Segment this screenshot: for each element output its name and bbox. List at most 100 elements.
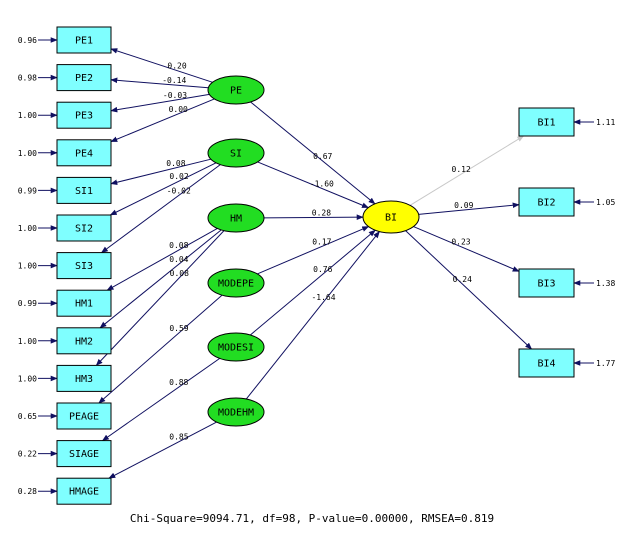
nodes-layer: [56, 26, 575, 505]
loading-path-label: -0.14: [162, 76, 186, 85]
observed-label: HM1: [75, 299, 93, 310]
loading-path-label: 0.88: [169, 378, 188, 387]
observed-label: PE3: [75, 111, 93, 122]
observed-label: SIAGE: [69, 449, 99, 460]
observed-label: BI4: [537, 359, 555, 370]
error-variance-label: 1.77: [596, 359, 615, 368]
loading-path-label: 0.59: [169, 324, 188, 333]
structural-path: [250, 229, 376, 336]
observed-label: SI3: [75, 261, 93, 272]
error-variance-label: 0.28: [18, 487, 37, 496]
latent-modehm: [207, 397, 265, 427]
loading-path: [109, 162, 217, 216]
observed-si2: [56, 214, 112, 242]
latent-hm: [207, 203, 265, 233]
outcome-loading-path: [409, 135, 525, 206]
outcome-loading-path: [413, 226, 520, 272]
structural-path-label: 0.28: [312, 208, 331, 217]
observed-label: PE2: [75, 73, 93, 84]
loading-path: [110, 93, 210, 113]
loading-path: [100, 164, 221, 254]
labels-layer: PE10.96PE20.98PE31.00PE41.00SI10.99SI21.…: [18, 36, 616, 498]
observed-hm3: [56, 364, 112, 392]
loading-path: [106, 228, 218, 291]
observed-label: HM3: [75, 374, 93, 385]
loading-path: [101, 357, 221, 442]
loading-path-label: 0.08: [170, 269, 189, 278]
loading-path: [110, 98, 215, 143]
loading-path: [110, 48, 213, 83]
latent-pe: [207, 75, 265, 105]
error-variance-label: 0.99: [18, 186, 37, 195]
outcome-loading-path-label: 0.09: [454, 201, 473, 210]
observed-bi1: [518, 107, 575, 137]
outcome-loading-path-label: 0.24: [453, 275, 472, 284]
error-variance-label: 1.11: [596, 118, 615, 127]
observed-si3: [56, 252, 112, 280]
latent-label: HM: [230, 214, 242, 225]
observed-bi3: [518, 268, 575, 298]
observed-pe3: [56, 101, 112, 129]
error-variance-label: 1.38: [596, 279, 615, 288]
loading-path-label: 0.20: [167, 62, 186, 71]
observed-bi4: [518, 348, 575, 378]
fit-statistics: Chi-Square=9094.71, df=98, P-value=0.000…: [129, 512, 495, 525]
error-variance-label: 1.00: [18, 374, 37, 383]
outcome-loading-path: [405, 230, 533, 350]
outcome-label: BI: [385, 213, 397, 224]
loading-path-label: 0.00: [169, 105, 188, 114]
observed-hm1: [56, 289, 112, 317]
observed-label: PEAGE: [69, 412, 99, 423]
structural-path-label: -1.64: [311, 293, 335, 302]
loading-path-label: 0.08: [169, 241, 188, 250]
error-variance-label: 0.65: [18, 412, 37, 421]
loading-path: [95, 230, 225, 366]
edges-layer: [38, 37, 594, 495]
error-variance-label: 0.96: [18, 36, 37, 45]
observed-label: BI1: [537, 118, 555, 129]
structural-path-label: -1.60: [310, 179, 334, 188]
error-variance-label: 1.00: [18, 224, 37, 233]
outcome-loading-path-label: 0.12: [452, 165, 471, 174]
structural-path: [257, 226, 370, 275]
outcome-bi: [362, 200, 420, 234]
loading-path-label: 0.08: [166, 159, 185, 168]
error-variance-label: 0.98: [18, 74, 37, 83]
structural-path-label: 0.76: [313, 265, 332, 274]
latent-modesi: [207, 332, 265, 362]
structural-path: [257, 161, 369, 209]
error-variance-label: 1.00: [18, 262, 37, 271]
structural-path: [250, 101, 376, 205]
observed-hm2: [56, 327, 112, 355]
loading-path: [110, 158, 211, 185]
observed-bi2: [518, 187, 575, 217]
latent-label: MODEHM: [218, 408, 254, 419]
loading-path-label: -0.03: [163, 91, 187, 100]
loading-path-label: 0.04: [169, 255, 188, 264]
observed-label: BI3: [537, 279, 555, 290]
observed-hmage: [56, 477, 112, 505]
loading-path: [108, 421, 217, 479]
loading-path-label: 0.85: [169, 433, 188, 442]
error-variance-label: 1.05: [596, 198, 615, 207]
structural-path-label: 0.67: [313, 152, 332, 161]
observed-pe4: [56, 139, 112, 167]
observed-label: BI2: [537, 198, 555, 209]
path-diagram: PE10.96PE20.98PE31.00PE41.00SI10.99SI21.…: [18, 26, 616, 505]
latent-label: PE: [230, 86, 242, 97]
loading-path: [110, 77, 209, 89]
observed-pe2: [56, 64, 112, 92]
observed-label: PE1: [75, 36, 93, 47]
latent-si: [207, 138, 265, 168]
observed-label: PE4: [75, 148, 93, 159]
error-variance-label: 0.22: [18, 450, 37, 459]
error-variance-label: 1.00: [18, 337, 37, 346]
observed-siage: [56, 440, 112, 468]
latent-label: SI: [230, 149, 242, 160]
outcome-loading-path: [418, 202, 520, 215]
observed-label: HMAGE: [69, 487, 99, 498]
observed-pe1: [56, 26, 112, 54]
observed-si1: [56, 176, 112, 204]
loading-path: [99, 229, 222, 329]
error-variance-label: 1.00: [18, 111, 37, 120]
